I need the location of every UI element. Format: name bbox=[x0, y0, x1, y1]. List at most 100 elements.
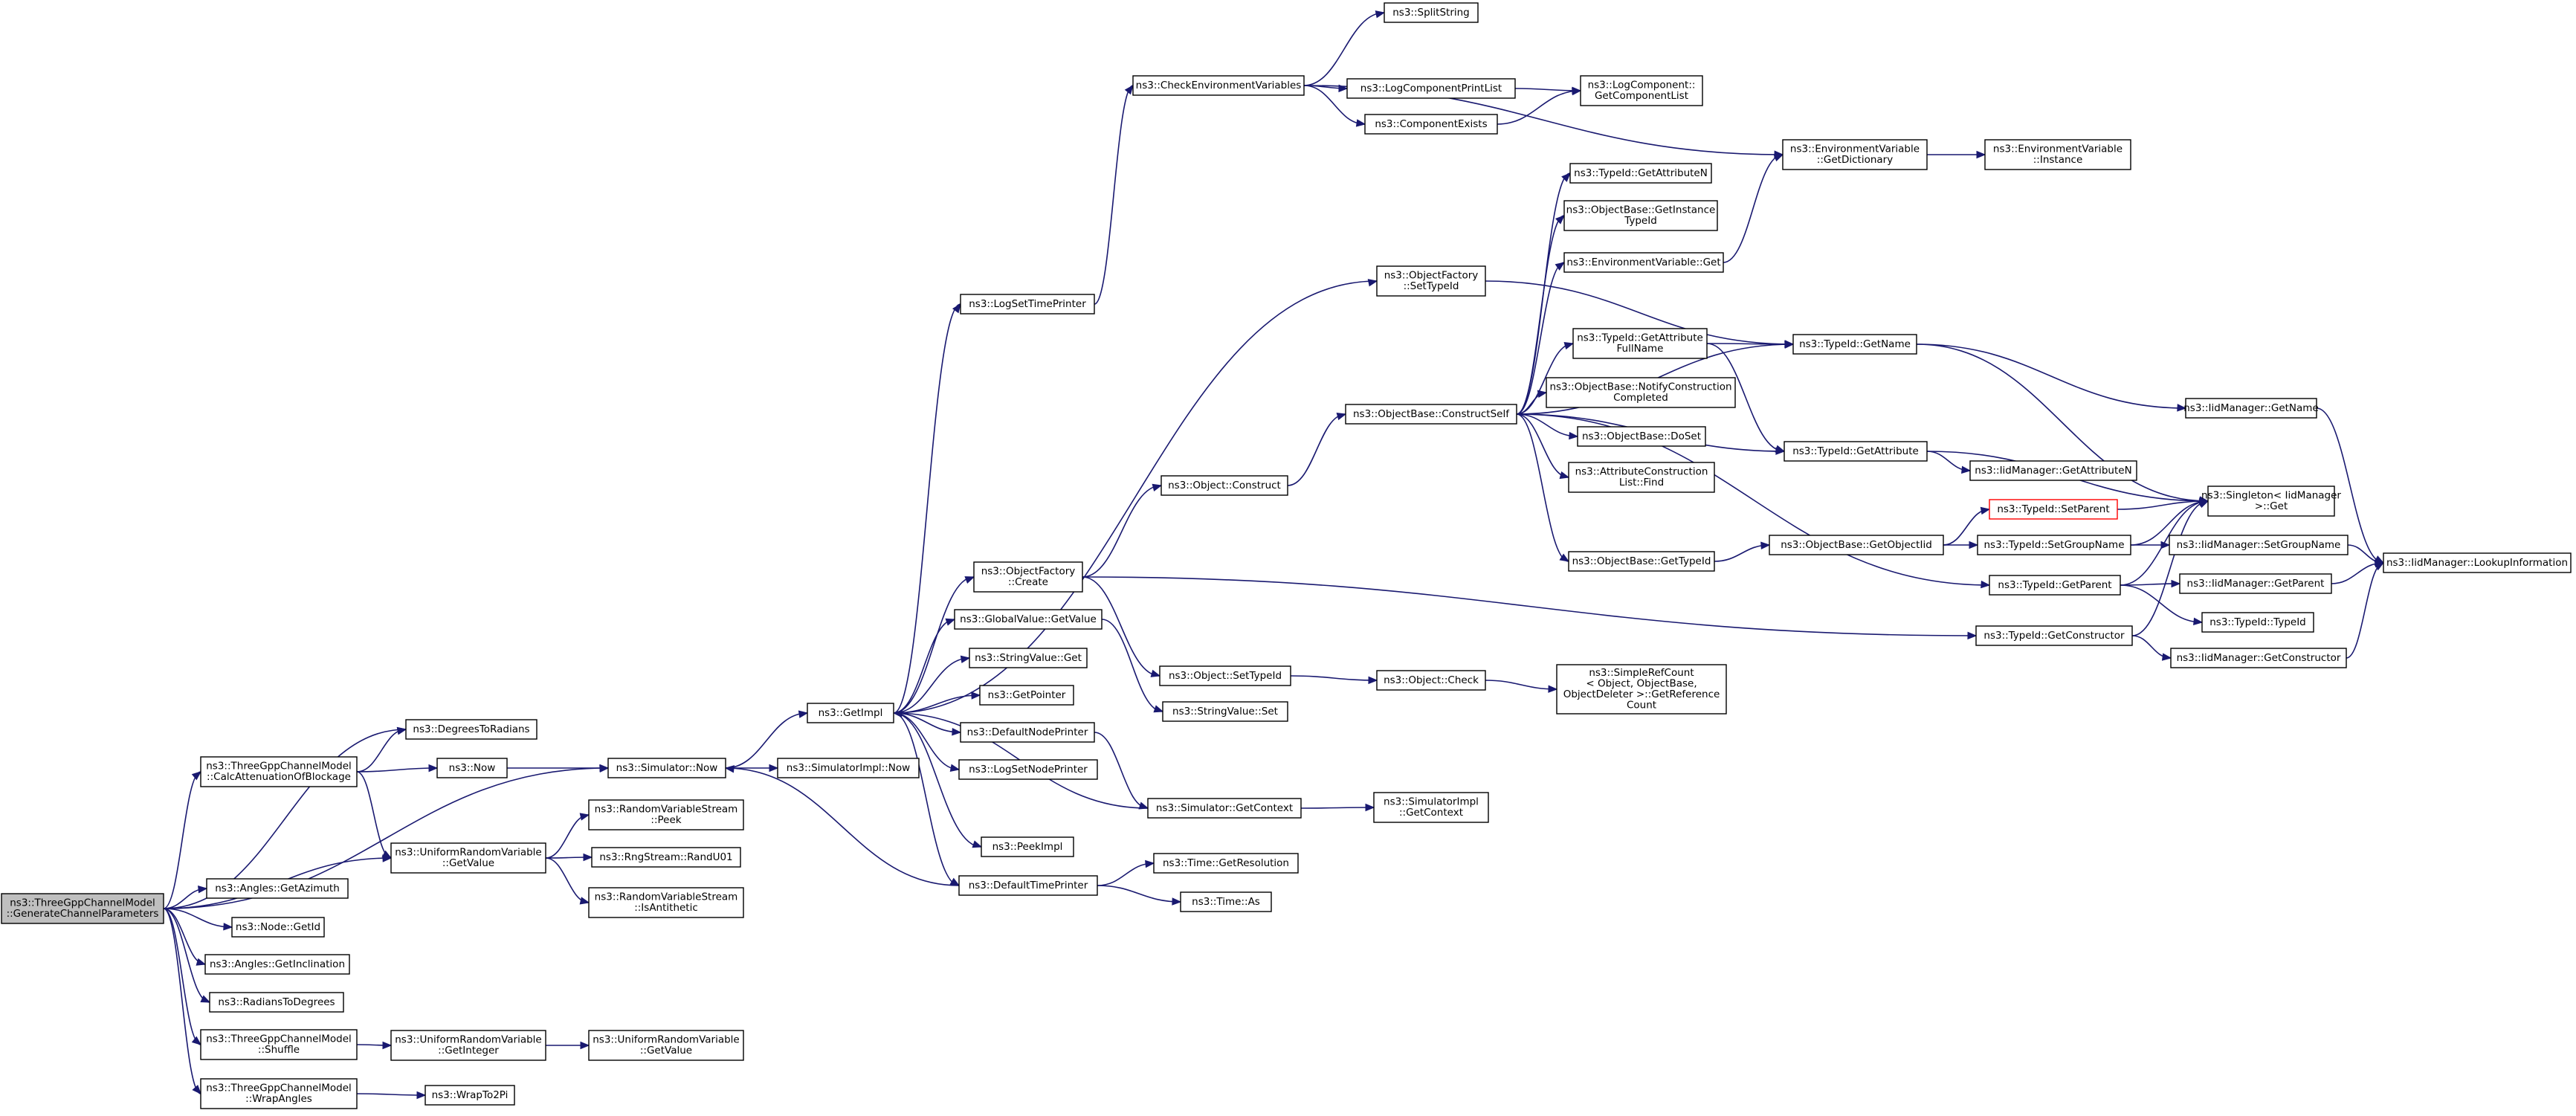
node-box-tidGetAttr[interactable] bbox=[1783, 441, 1928, 462]
node-tidTypeId[interactable]: ns3::TypeId::TypeId bbox=[2201, 612, 2314, 633]
node-defTime[interactable]: ns3::DefaultTimePrinter bbox=[958, 875, 1098, 896]
node-envGet[interactable]: ns3::EnvironmentVariable::Get bbox=[1563, 252, 1724, 273]
node-singletonGet[interactable]: ns3::Singleton< IidManager >::Get bbox=[2201, 486, 2341, 517]
node-box-tidGetCtor[interactable] bbox=[1975, 625, 2133, 646]
node-wrap2pi[interactable]: ns3::WrapTo2Pi bbox=[425, 1085, 515, 1106]
node-box-logCompPrint[interactable] bbox=[1346, 78, 1516, 99]
node-defNode[interactable]: ns3::DefaultNodePrinter bbox=[960, 722, 1095, 743]
node-srcGetRef[interactable]: ns3::SimpleRefCount< Object, ObjectBase,… bbox=[1556, 664, 1727, 715]
node-box-rvsPeek[interactable] bbox=[588, 799, 744, 830]
node-box-iidGetParent[interactable] bbox=[2179, 573, 2332, 594]
node-box-timeAs[interactable] bbox=[1180, 891, 1272, 912]
node-tidGetCtor[interactable]: ns3::TypeId::GetConstructor bbox=[1975, 625, 2133, 646]
node-deg2rad[interactable]: ns3::DegreesToRadians bbox=[405, 719, 538, 740]
node-iidLookup[interactable]: ns3::IidManager::LookupInformation bbox=[2383, 552, 2572, 573]
node-box-uvGetInt[interactable] bbox=[390, 1030, 546, 1061]
node-box-defTime[interactable] bbox=[958, 875, 1098, 896]
node-box-obDoSet[interactable] bbox=[1577, 426, 1706, 447]
node-now[interactable]: ns3::Now bbox=[436, 758, 508, 778]
node-svSet[interactable]: ns3::StringValue::Set bbox=[1162, 701, 1288, 722]
node-box-tidGetParent[interactable] bbox=[1989, 575, 2121, 596]
node-gvGet[interactable]: ns3::GlobalValue::GetValue bbox=[954, 609, 1103, 630]
node-box-checkEnv[interactable] bbox=[1132, 75, 1305, 96]
node-root[interactable]: ns3::ThreeGppChannelModel::GenerateChann… bbox=[1, 893, 164, 924]
node-box-envGetDict[interactable] bbox=[1782, 139, 1928, 170]
node-box-objConstruct[interactable] bbox=[1161, 475, 1288, 496]
node-box-wrap2pi[interactable] bbox=[425, 1085, 515, 1106]
node-box-getImpl[interactable] bbox=[807, 703, 894, 723]
node-tidGetAttr[interactable]: ns3::TypeId::GetAttribute bbox=[1783, 441, 1928, 462]
node-box-peekImpl[interactable] bbox=[981, 836, 1074, 857]
node-simNow[interactable]: ns3::Simulator::Now bbox=[607, 758, 726, 778]
node-box-objSetTypeId[interactable] bbox=[1159, 665, 1291, 686]
node-box-iidSetGroup[interactable] bbox=[2169, 535, 2349, 555]
node-box-now[interactable] bbox=[436, 758, 508, 778]
node-box-deg2rad[interactable] bbox=[405, 719, 538, 740]
node-box-srcGetRef[interactable] bbox=[1556, 664, 1727, 715]
node-box-constructSelf[interactable] bbox=[1345, 404, 1517, 425]
node-splitStr[interactable]: ns3::SplitString bbox=[1384, 2, 1479, 23]
node-constructSelf[interactable]: ns3::ObjectBase::ConstructSelf bbox=[1345, 404, 1517, 425]
node-simImplCtx[interactable]: ns3::SimulatorImpl::GetContext bbox=[1373, 792, 1489, 823]
node-tidSetGroup[interactable]: ns3::TypeId::SetGroupName bbox=[1977, 535, 2131, 555]
node-box-defNode[interactable] bbox=[960, 722, 1095, 743]
node-box-simImplNow[interactable] bbox=[777, 758, 920, 778]
node-getImpl[interactable]: ns3::GetImpl bbox=[807, 703, 894, 723]
node-box-iidGetCtor[interactable] bbox=[2170, 648, 2347, 668]
node-nodeGetId[interactable]: ns3::Node::GetId bbox=[231, 917, 325, 938]
node-box-getIncl[interactable] bbox=[204, 954, 350, 975]
node-simImplNow[interactable]: ns3::SimulatorImpl::Now bbox=[777, 758, 920, 778]
node-box-tidGetAttrFull[interactable] bbox=[1572, 328, 1708, 359]
node-box-tidSetParent[interactable] bbox=[1989, 499, 2118, 520]
node-box-timeGetRes[interactable] bbox=[1153, 853, 1299, 874]
node-box-tidSetGroup[interactable] bbox=[1977, 535, 2131, 555]
node-box-nodeGetId[interactable] bbox=[231, 917, 325, 938]
node-checkEnv[interactable]: ns3::CheckEnvironmentVariables bbox=[1132, 75, 1305, 96]
node-box-simGetCtx[interactable] bbox=[1147, 798, 1302, 819]
node-iidGetName[interactable]: ns3::IidManager::GetName bbox=[2183, 398, 2319, 419]
node-box-root[interactable] bbox=[1, 893, 164, 924]
node-box-gvGet[interactable] bbox=[954, 609, 1103, 630]
node-rvsAnti[interactable]: ns3::RandomVariableStream::IsAntithetic bbox=[588, 887, 744, 918]
node-wrapAngles[interactable]: ns3::ThreeGppChannelModel::WrapAngles bbox=[200, 1078, 358, 1109]
node-tidGetName[interactable]: ns3::TypeId::GetName bbox=[1792, 334, 1917, 355]
node-box-attrFind[interactable] bbox=[1568, 462, 1715, 493]
node-logSetNode[interactable]: ns3::LogSetNodePrinter bbox=[958, 759, 1098, 780]
node-box-rvsAnti[interactable] bbox=[588, 887, 744, 918]
node-box-logCompList[interactable] bbox=[1580, 75, 1703, 106]
node-ofSetTypeId[interactable]: ns3::ObjectFactory::SetTypeId bbox=[1376, 265, 1486, 297]
node-box-ofSetTypeId[interactable] bbox=[1376, 265, 1486, 297]
node-box-tidTypeId[interactable] bbox=[2201, 612, 2314, 633]
node-box-envGet[interactable] bbox=[1563, 252, 1724, 273]
node-rngRand[interactable]: ns3::RngStream::RandU01 bbox=[591, 847, 741, 868]
node-box-envInst[interactable] bbox=[1984, 139, 2131, 170]
node-box-compExists[interactable] bbox=[1364, 114, 1498, 135]
node-envInst[interactable]: ns3::EnvironmentVariable::Instance bbox=[1984, 139, 2131, 170]
node-box-splitStr[interactable] bbox=[1384, 2, 1479, 23]
node-box-iidGetAttrN[interactable] bbox=[1969, 460, 2137, 481]
node-iidGetParent[interactable]: ns3::IidManager::GetParent bbox=[2179, 573, 2332, 594]
node-logCompPrint[interactable]: ns3::LogComponentPrintList bbox=[1346, 78, 1516, 99]
node-iidSetGroup[interactable]: ns3::IidManager::SetGroupName bbox=[2169, 535, 2349, 555]
node-box-shuffle[interactable] bbox=[200, 1029, 358, 1060]
node-uvGetInt[interactable]: ns3::UniformRandomVariable::GetInteger bbox=[390, 1030, 546, 1061]
node-peekImpl[interactable]: ns3::PeekImpl bbox=[981, 836, 1074, 857]
node-iidGetCtor[interactable]: ns3::IidManager::GetConstructor bbox=[2170, 648, 2347, 668]
node-box-getAz[interactable] bbox=[206, 878, 349, 899]
node-box-uvGetVal2[interactable] bbox=[588, 1030, 744, 1061]
node-getIncl[interactable]: ns3::Angles::GetInclination bbox=[204, 954, 350, 975]
node-calcAtt[interactable]: ns3::ThreeGppChannelModel::CalcAttenuati… bbox=[200, 756, 358, 787]
node-box-iidGetName[interactable] bbox=[2185, 398, 2317, 419]
node-envGetDict[interactable]: ns3::EnvironmentVariable::GetDictionary bbox=[1782, 139, 1928, 170]
node-obNotify[interactable]: ns3::ObjectBase::NotifyConstructionCompl… bbox=[1546, 377, 1736, 408]
node-uvGetVal2[interactable]: ns3::UniformRandomVariable::GetValue bbox=[588, 1030, 744, 1061]
node-compExists[interactable]: ns3::ComponentExists bbox=[1364, 114, 1498, 135]
node-box-obGetTid[interactable] bbox=[1568, 551, 1715, 572]
node-rvsPeek[interactable]: ns3::RandomVariableStream::Peek bbox=[588, 799, 744, 830]
node-obDoSet[interactable]: ns3::ObjectBase::DoSet bbox=[1577, 426, 1706, 447]
node-box-wrapAngles[interactable] bbox=[200, 1078, 358, 1109]
node-box-obNotify[interactable] bbox=[1546, 377, 1736, 408]
